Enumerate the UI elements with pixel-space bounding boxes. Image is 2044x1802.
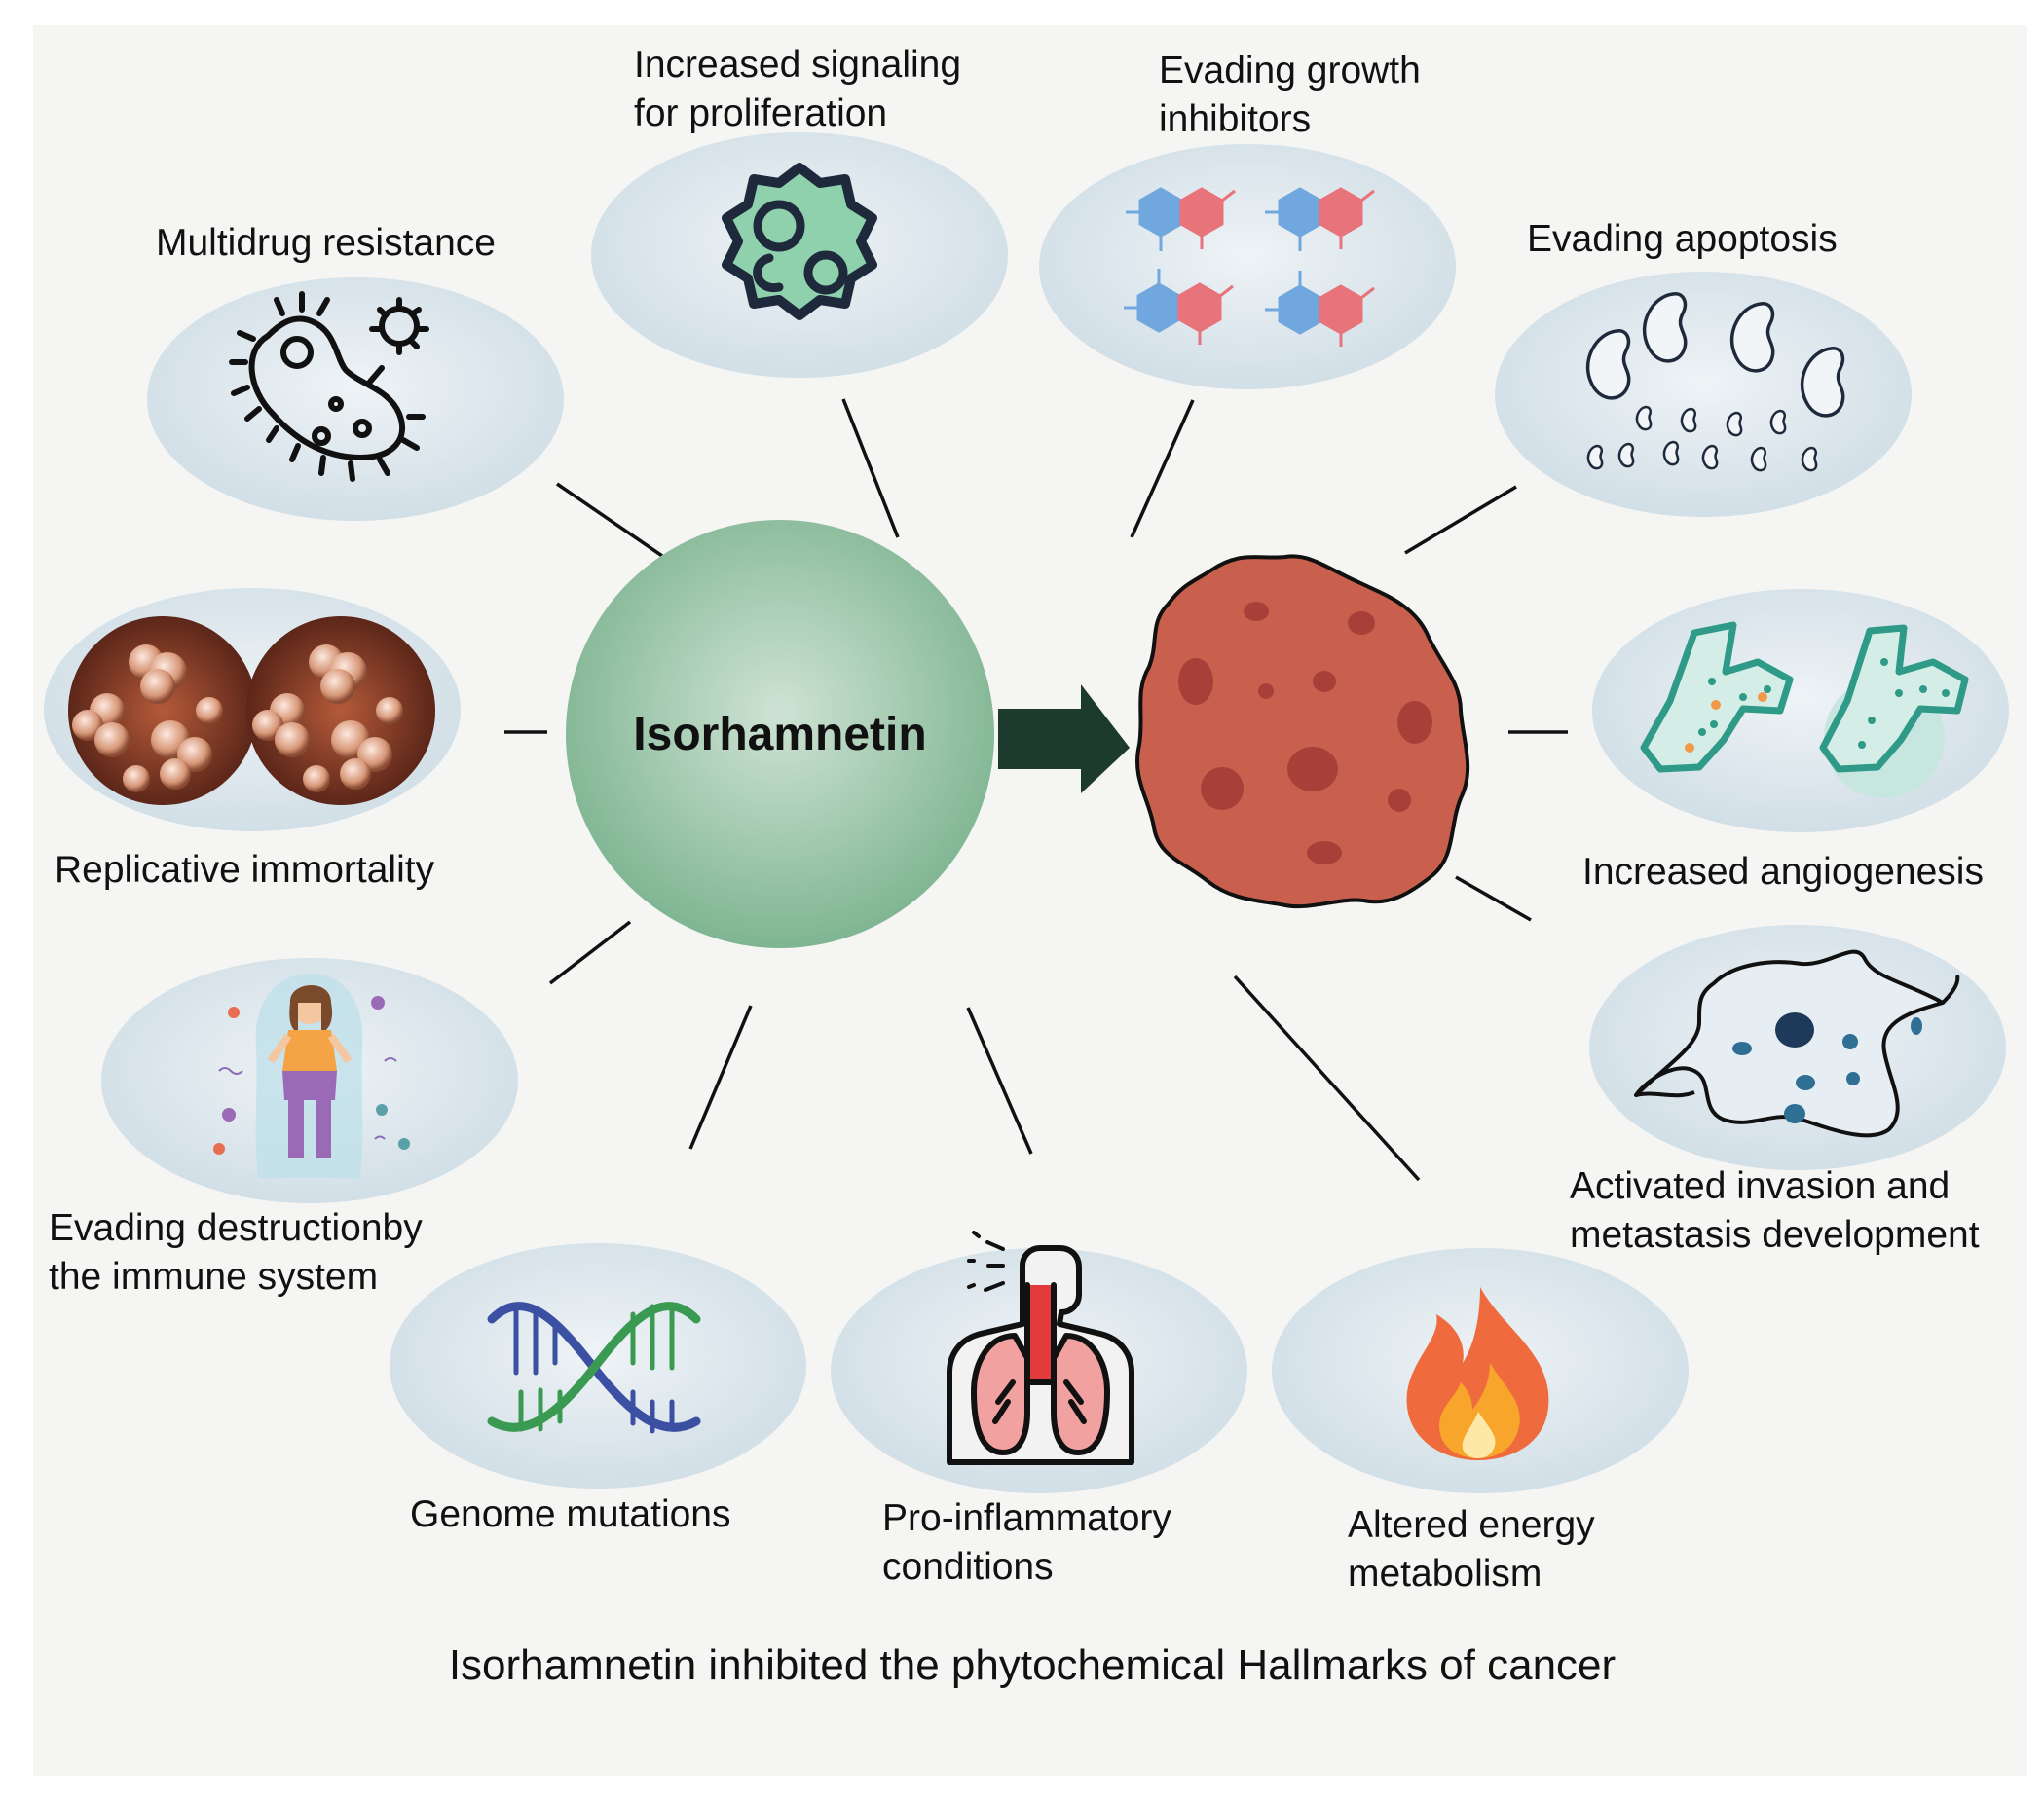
hallmark-apoptosis: Evading apoptosis — [1495, 218, 1912, 517]
label-line: Activated invasion and — [1570, 1165, 1950, 1207]
lungs-icon — [947, 1231, 1134, 1465]
label-line: Increased signaling — [634, 44, 961, 86]
arrow-icon — [998, 684, 1130, 793]
label-line: Multidrug resistance — [156, 222, 496, 264]
person-shield-icon — [213, 974, 410, 1178]
blood-vessel-icon — [1640, 621, 1969, 798]
figure-title: Isorhamnetin inhibited the phytochemical… — [449, 1641, 1616, 1689]
hallmark-immune: Evading destructionby the immune system — [49, 958, 518, 1298]
cell-cluster-image — [68, 616, 435, 805]
label-line: Altered energy — [1348, 1504, 1595, 1546]
hallmark-proliferation: Increased signaling for proliferation — [591, 44, 1008, 378]
flame-icon — [1406, 1287, 1549, 1460]
label-line: inhibitors — [1159, 98, 1311, 140]
apoptotic-cells-icon — [1585, 292, 1845, 472]
migrating-cell-icon — [1634, 949, 1960, 1138]
hallmark-invasion: Activated invasion and metastasis develo… — [1570, 925, 2006, 1256]
ellipse-bg — [1495, 272, 1912, 517]
connector-apoptosis — [1404, 485, 1517, 555]
isorhamnetin-node: Isorhamnetin — [566, 520, 994, 948]
label-line: Evading apoptosis — [1527, 218, 1838, 260]
label-line: Replicative immortality — [55, 849, 435, 891]
connector-growth-inhibitors — [1130, 399, 1195, 538]
proliferating-cell-icon — [722, 163, 877, 320]
label-line: metabolism — [1348, 1553, 1542, 1595]
label-line: Evading growth — [1159, 50, 1421, 92]
hallmark-energy: Altered energy metabolism — [1272, 1248, 1689, 1595]
connector-invasion — [1455, 875, 1532, 922]
label-line: Increased angiogenesis — [1582, 851, 1984, 893]
molecule-icon — [1124, 187, 1375, 347]
connector-energy — [1233, 975, 1421, 1182]
hallmark-inflammation: Pro-inflammatory conditions — [831, 1231, 1247, 1588]
label-line: for proliferation — [634, 92, 887, 134]
label-line: Pro-inflammatory — [882, 1497, 1171, 1539]
tumor-cell-icon — [1135, 554, 1470, 909]
hallmark-genome: Genome mutations — [390, 1243, 806, 1535]
ellipse-bg — [1039, 144, 1456, 389]
connector-inflammation — [966, 1007, 1033, 1155]
ellipse-bg — [147, 277, 564, 521]
hallmark-immortality: Replicative immortality — [44, 588, 461, 891]
label-line: conditions — [882, 1546, 1054, 1588]
connector-proliferation — [841, 398, 900, 538]
connector-genome — [688, 1005, 753, 1150]
connector-lines — [504, 398, 1568, 1182]
connector-immune — [548, 920, 632, 985]
connector-multidrug — [556, 482, 663, 558]
center-label: Isorhamnetin — [633, 709, 926, 760]
label-line: the immune system — [49, 1256, 378, 1298]
hallmark-multidrug: Multidrug resistance — [147, 222, 564, 521]
dna-icon — [487, 1302, 701, 1434]
label-line: metastasis development — [1570, 1214, 1980, 1256]
label-line: Genome mutations — [410, 1493, 731, 1535]
hallmark-angiogenesis: Increased angiogenesis — [1582, 589, 2009, 893]
bacteria-icon — [229, 291, 429, 482]
hallmark-growth-inhibitors: Evading growth inhibitors — [1039, 50, 1456, 389]
label-line: Evading destructionby — [49, 1207, 423, 1249]
